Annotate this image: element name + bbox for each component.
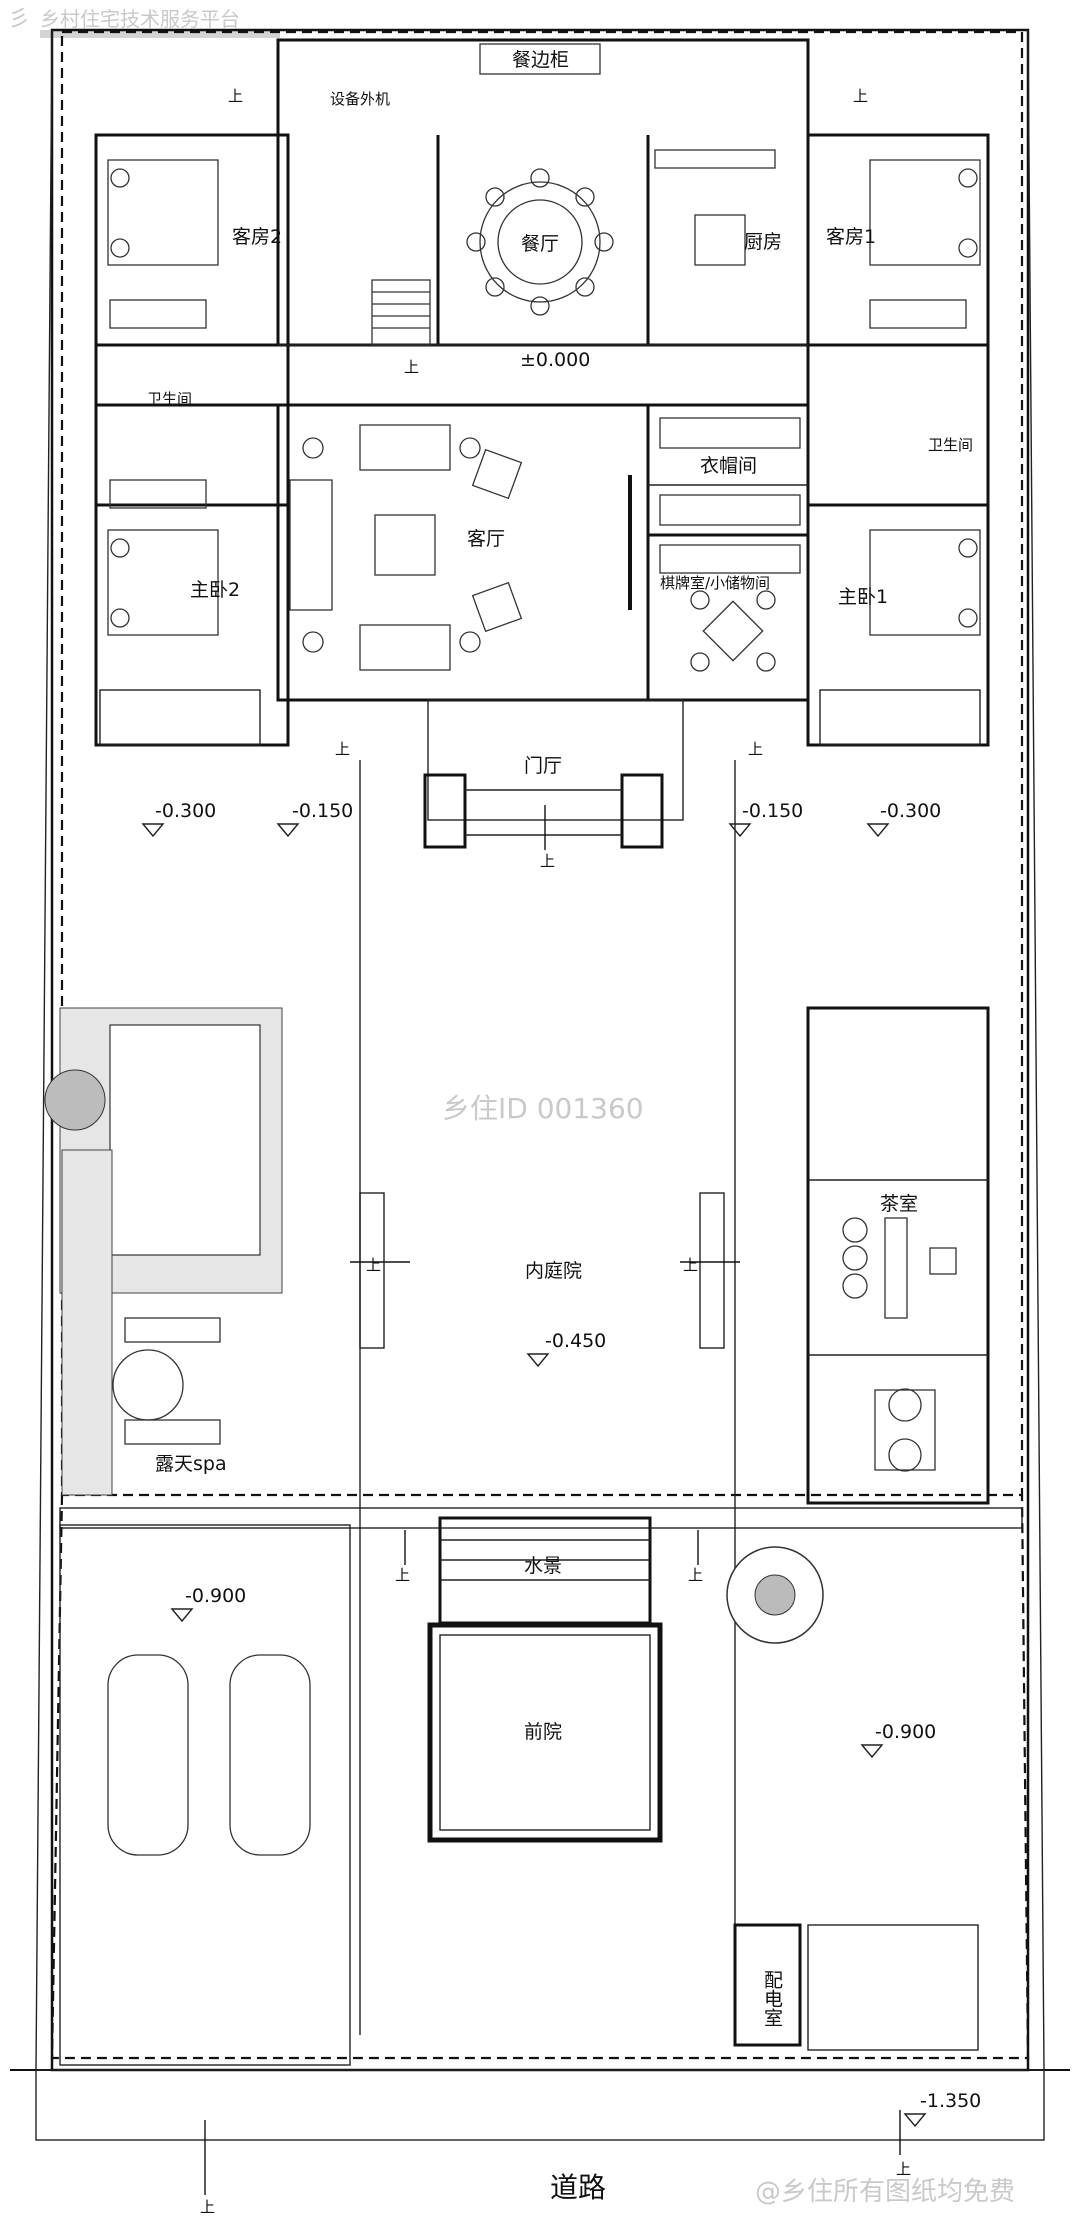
label-road: 道路: [550, 2171, 606, 2204]
label-kitchen: 厨房: [744, 231, 782, 253]
watermark-bottom: @乡住所有图纸均免费: [755, 2177, 1015, 2207]
site-boundary: [10, 28, 1070, 2141]
logo-mark-icon: 彡: [8, 7, 30, 32]
up-label-2: 上: [853, 87, 868, 105]
up-label-4: 上: [335, 740, 350, 758]
stair: [371, 279, 431, 346]
level-triangles: [141, 823, 927, 2128]
up-arrows: [204, 805, 901, 2195]
level-right-inner: -0.150: [742, 800, 803, 822]
level-court: -0.450: [545, 1330, 606, 1352]
garage: [59, 1524, 351, 2066]
up-label-5: 上: [748, 740, 763, 758]
label-inner-court: 内庭院: [525, 1260, 582, 1282]
label-foyer: 门厅: [524, 755, 562, 777]
label-power-room: 配电室: [761, 1970, 783, 2027]
level-ground: ±0.000: [520, 349, 590, 371]
label-guest1: 客房1: [826, 226, 876, 248]
up-label-12: 上: [896, 2160, 911, 2178]
up-label-6: 上: [540, 852, 555, 870]
level-garage: -0.900: [185, 1585, 246, 1607]
beds: [107, 159, 981, 636]
chess-table: [690, 590, 776, 672]
dining-table: [466, 168, 614, 316]
up-label-10: 上: [688, 1566, 703, 1584]
label-sideboard: 餐边柜: [512, 49, 569, 71]
label-bath-left: 卫生间: [147, 390, 192, 408]
label-tea-room: 茶室: [880, 1193, 918, 1215]
level-left-inner: -0.150: [292, 800, 353, 822]
watermark-center: 乡住ID 001360: [442, 1092, 644, 1125]
label-closet: 衣帽间: [700, 455, 757, 477]
label-equipment: 设备外机: [330, 90, 390, 108]
up-label-11: 上: [200, 2198, 215, 2216]
label-chess-storage: 棋牌室/小储物间: [660, 574, 770, 592]
main-building: [94, 38, 990, 849]
living-furniture: [289, 424, 523, 671]
label-master1: 主卧1: [838, 586, 888, 608]
label-master2: 主卧2: [190, 579, 240, 601]
label-spa: 露天spa: [155, 1453, 227, 1475]
up-label-1: 上: [228, 87, 243, 105]
tea-room-block: [806, 1006, 990, 1505]
spa-garden: [44, 1007, 283, 1496]
water-front-court: [427, 1516, 824, 1843]
watermark-top: 乡村住宅技术服务平台: [40, 7, 240, 31]
up-label-7: 上: [366, 1256, 381, 1274]
label-living: 客厅: [467, 528, 505, 550]
up-label-9: 上: [395, 1566, 410, 1584]
up-label-3: 上: [404, 358, 419, 376]
level-left-outer: -0.300: [155, 800, 216, 822]
sideboard: [479, 43, 601, 75]
label-front-court: 前院: [524, 1721, 562, 1743]
level-entry: -1.350: [920, 2090, 981, 2112]
label-bath-right: 卫生间: [928, 436, 973, 454]
label-dining: 餐厅: [521, 233, 559, 255]
kitchen-island: [694, 214, 746, 266]
label-water-feature: 水景: [524, 1555, 562, 1577]
level-right-outer: -0.300: [880, 800, 941, 822]
level-front-right: -0.900: [875, 1721, 936, 1743]
up-label-8: 上: [683, 1256, 698, 1274]
logo-watermark: 彡 乡村住宅技术服务平台: [8, 7, 280, 38]
label-guest2: 客房2: [232, 226, 282, 248]
power-room: [733, 1923, 802, 2047]
